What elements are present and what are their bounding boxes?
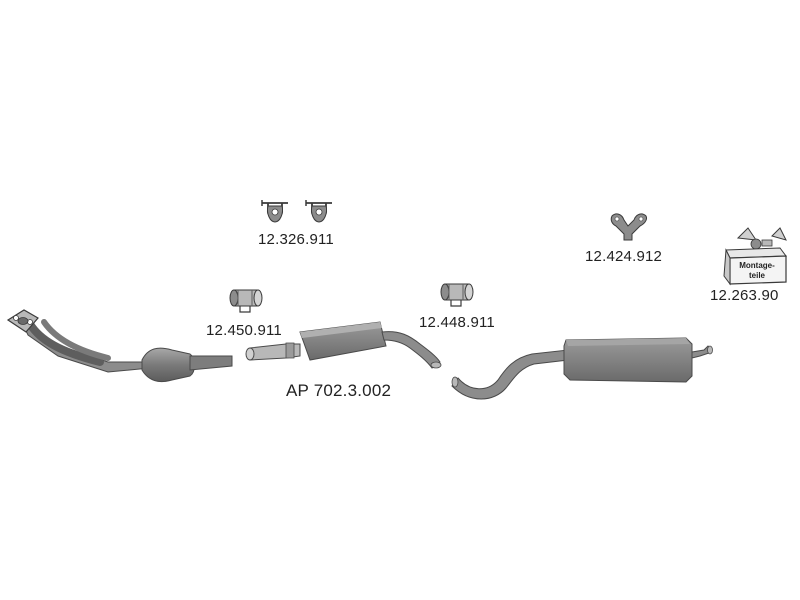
flange-icon xyxy=(6,309,39,333)
rear-pipe xyxy=(451,349,569,400)
part-number-clamp-mid: 12.448.911 xyxy=(419,314,495,331)
kit-box-label-line1: Montage- xyxy=(739,261,775,270)
part-number-mount: 12.424.912 xyxy=(585,248,663,265)
part-number-clamp-left: 12.450.911 xyxy=(206,322,282,339)
y-mount-icon xyxy=(610,213,647,241)
hanger-clamp-icon xyxy=(261,200,288,223)
part-number-middle-silencer: AP 702.3.002 xyxy=(286,381,392,400)
pipe-clamp-icon xyxy=(440,283,474,307)
middle-silencer xyxy=(245,321,442,369)
kit-box-label-line2: teile xyxy=(749,271,766,280)
pipe-clamp-icon xyxy=(229,289,263,313)
part-number-kit: 12.263.90 xyxy=(710,287,779,304)
rear-silencer xyxy=(563,337,713,383)
part-number-clamp-pair: 12.326.911 xyxy=(258,231,334,248)
hanger-clamp-icon xyxy=(305,200,332,223)
toolbox-icon: Montage- teile xyxy=(723,227,787,286)
catalytic-converter xyxy=(141,347,233,383)
